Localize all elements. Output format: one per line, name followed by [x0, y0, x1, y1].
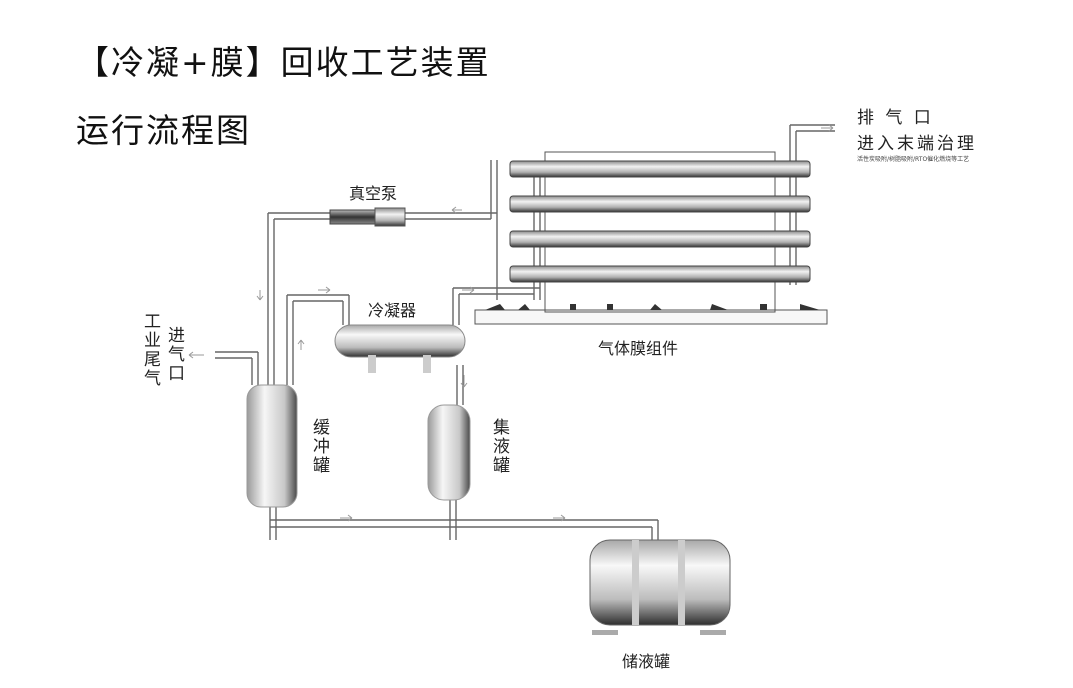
storage-tank-label: 储液罐 — [622, 652, 671, 671]
storage-tank — [589, 539, 731, 635]
inlet-source-label: 工业尾气 — [140, 312, 160, 388]
piping — [215, 124, 835, 540]
outlet-note: 活性炭吸附/树脂吸附/RTO催化燃烧等工艺 — [857, 156, 970, 163]
buffer-tank — [246, 384, 298, 508]
condenser-label: 冷凝器 — [368, 301, 417, 320]
inlet-pipe — [215, 351, 258, 359]
vacuum-pump — [329, 207, 406, 227]
pump-suction-pipe — [405, 212, 497, 220]
membrane-permeate-manifold — [490, 160, 498, 300]
pump-return-pipe — [267, 213, 275, 385]
membrane-tubes — [509, 160, 811, 283]
diagram-title: 【冷凝+膜】回收工艺装置 — [76, 43, 491, 82]
condenser-to-membrane-pipe — [452, 288, 460, 325]
buffer-to-condenser-pipe — [286, 295, 294, 385]
outlet-port-label: 排 气 口 — [857, 108, 934, 128]
liquid-collector-label: 集液罐 — [489, 418, 509, 475]
outlet-destination-label: 进入末端治理 — [857, 134, 977, 154]
outlet-pipe — [790, 124, 835, 132]
flow-arrows — [188, 124, 834, 522]
liquid-drain-line — [270, 519, 658, 528]
vacuum-pump-label: 真空泵 — [349, 184, 398, 203]
condenser — [334, 324, 466, 373]
buffer-tank-label: 缓冲罐 — [309, 418, 329, 475]
liquid-collector-tank — [427, 404, 471, 501]
inlet-port-label: 进气口 — [164, 326, 184, 383]
diagram-subtitle: 运行流程图 — [76, 111, 251, 150]
membrane-module-label: 气体膜组件 — [598, 339, 679, 358]
gas-membrane-module — [474, 151, 828, 325]
